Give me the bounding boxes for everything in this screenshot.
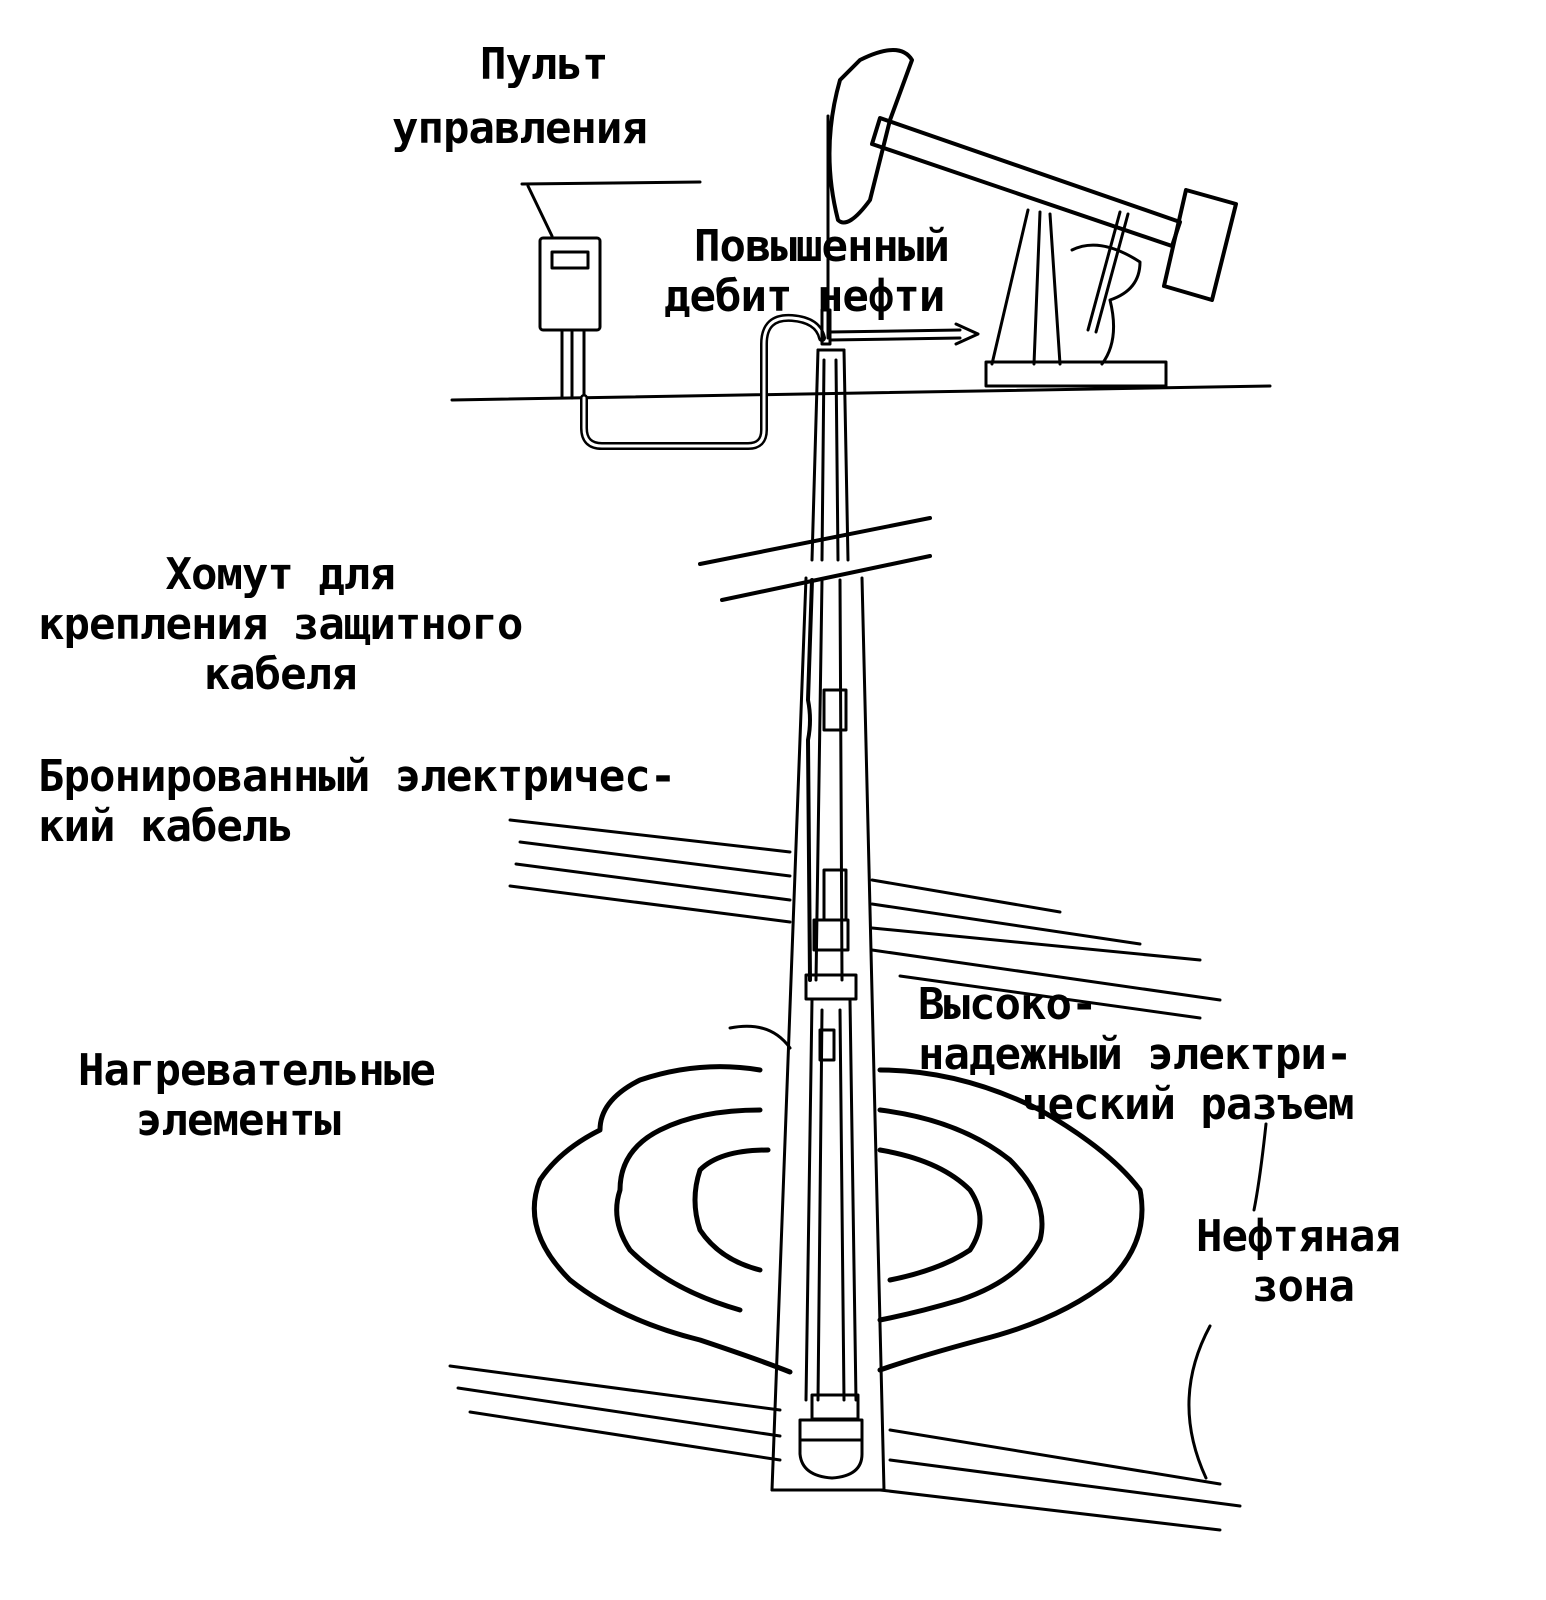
wellhead-icon — [820, 308, 980, 346]
leader-lines — [728, 1024, 1268, 1480]
upper-strata — [508, 818, 1222, 1020]
armored-cable-label-line2: кий кабель — [38, 801, 294, 852]
connector-label: Высоко- надежный электри- ческий разъем — [918, 979, 1354, 1130]
oil-zone-label-line2: зона — [1252, 1261, 1355, 1312]
oil-zone-label-line1: Нефтяная — [1196, 1211, 1401, 1262]
oil-output-label-line2: дебит нефти — [664, 271, 945, 322]
heating-elements-label-line2: элементы — [136, 1095, 341, 1146]
heating-elements-label: Нагревательные элементы — [78, 1045, 436, 1146]
cable-clamp-label: Хомут для крепления защитного кабеля — [38, 549, 523, 700]
oil-output-label: Повышенный дебит нефти — [664, 221, 950, 322]
control-panel-label: Пульт управления — [392, 39, 648, 154]
well-casing — [770, 348, 886, 1492]
cable-clamp-label-line3: кабеля — [203, 649, 358, 700]
heater-string — [798, 578, 864, 1480]
lower-strata — [448, 1364, 1242, 1532]
armored-cable — [806, 578, 814, 982]
control-panel-label-line1: Пульт — [480, 39, 608, 90]
oil-output-label-line1: Повышенный — [694, 221, 950, 272]
cable-clamp-label-line2: крепления защитного — [38, 599, 523, 650]
oil-zone-label: Нефтяная зона — [1196, 1211, 1401, 1312]
heating-elements-label-line1: Нагревательные — [78, 1045, 436, 1096]
armored-cable-label-line1: Бронированный электричес- — [38, 751, 676, 802]
heat-zone-contours — [531, 1064, 1145, 1375]
connector-label-line1: Высоко- — [918, 979, 1097, 1030]
control-panel-icon — [520, 180, 826, 450]
cable-clamp-label-line1: Хомут для — [165, 549, 395, 600]
pump-jack-icon — [826, 48, 1238, 388]
connector-label-line3: ческий разъем — [1022, 1079, 1354, 1130]
ground-line — [450, 384, 1272, 402]
connector-label-line2: надежный электри- — [918, 1029, 1352, 1080]
control-panel-label-line2: управления — [392, 103, 648, 154]
break-lines — [698, 516, 932, 602]
armored-cable-label: Бронированный электричес- кий кабель — [38, 751, 676, 852]
